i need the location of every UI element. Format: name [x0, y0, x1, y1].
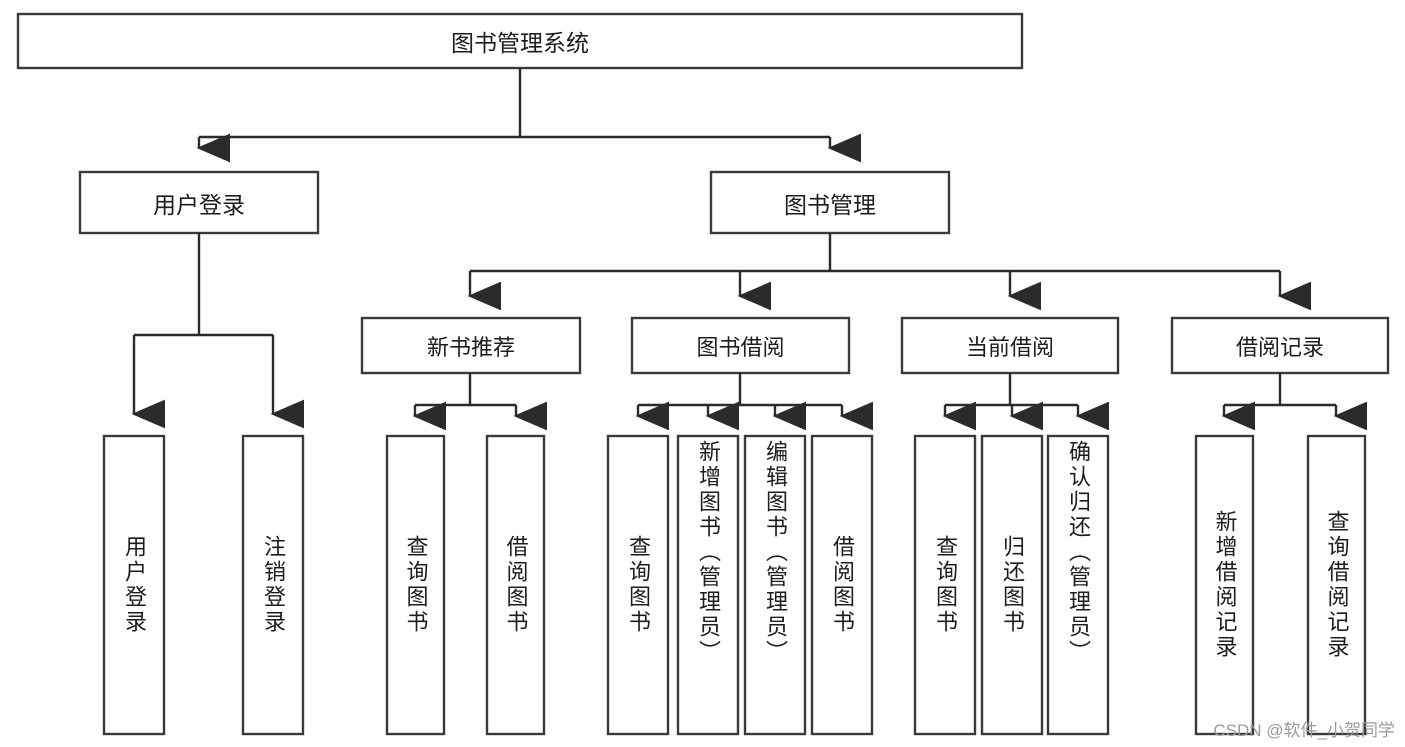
leaf-box-new-book-1[interactable] [485, 434, 546, 736]
connector-user-login-to-leaves [131, 233, 305, 429]
leaf-box-borrow-record-0[interactable] [1194, 434, 1255, 736]
connector-book-borrow-to-leaves [635, 373, 874, 431]
connector-new-book-to-leaves [412, 373, 548, 431]
node-new-book-recommend-box[interactable] [360, 316, 582, 375]
leaf-box-current-borrow-2[interactable] [1046, 434, 1110, 736]
leaf-box-user-login-0[interactable] [102, 434, 166, 736]
node-user-login-box[interactable] [78, 170, 320, 235]
node-borrow-record-box[interactable] [1170, 316, 1390, 375]
leaf-box-current-borrow-0[interactable] [913, 434, 977, 736]
leaf-box-book-borrow-0[interactable] [606, 434, 670, 736]
leaf-box-book-borrow-3[interactable] [810, 434, 874, 736]
connector-borrow-record-to-leaves [1221, 373, 1368, 431]
connector-book-management-to-level3 [467, 233, 1312, 311]
leaf-box-new-book-0[interactable] [385, 434, 446, 736]
connector-current-borrow-to-leaves [942, 373, 1110, 431]
node-root-box[interactable] [16, 12, 1024, 70]
leaf-box-user-login-1[interactable] [241, 434, 305, 736]
connector-root-to-level2 [196, 68, 862, 163]
node-book-management-box[interactable] [709, 170, 951, 235]
leaf-box-current-borrow-1[interactable] [980, 434, 1044, 736]
node-current-borrow-box[interactable] [900, 316, 1120, 375]
node-book-borrow-box[interactable] [630, 316, 851, 375]
leaf-box-borrow-record-1[interactable] [1306, 434, 1367, 736]
leaf-box-book-borrow-1[interactable] [676, 434, 740, 736]
leaf-box-book-borrow-2[interactable] [743, 434, 807, 736]
